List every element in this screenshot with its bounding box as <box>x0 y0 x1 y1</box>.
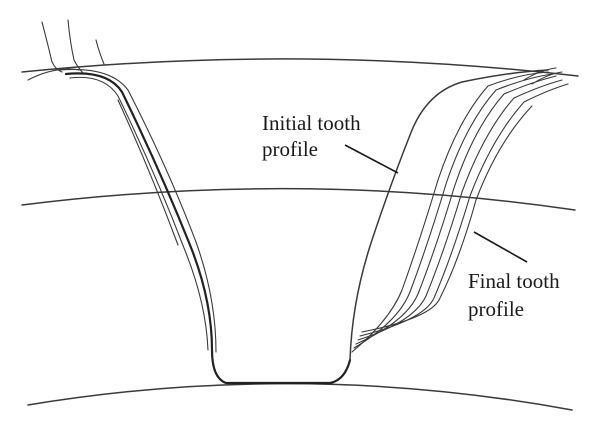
left-tooth-flank <box>59 68 352 385</box>
pitch-circle-arc <box>21 187 576 211</box>
initial-profile-label-line1: Initial tooth <box>262 111 361 135</box>
final-profile-label-line2: profile <box>468 297 524 321</box>
final-tooth-profile-curves <box>351 67 569 353</box>
final-profile-label-line1: Final tooth <box>468 269 560 293</box>
final-profile-leader <box>473 231 528 263</box>
root-circle-arc <box>27 382 573 411</box>
initial-profile-leader <box>344 144 399 174</box>
tip-circle-arc <box>21 58 579 77</box>
initial-profile-label-line2: profile <box>262 137 318 161</box>
initial-tooth-profile-curve <box>349 69 549 361</box>
